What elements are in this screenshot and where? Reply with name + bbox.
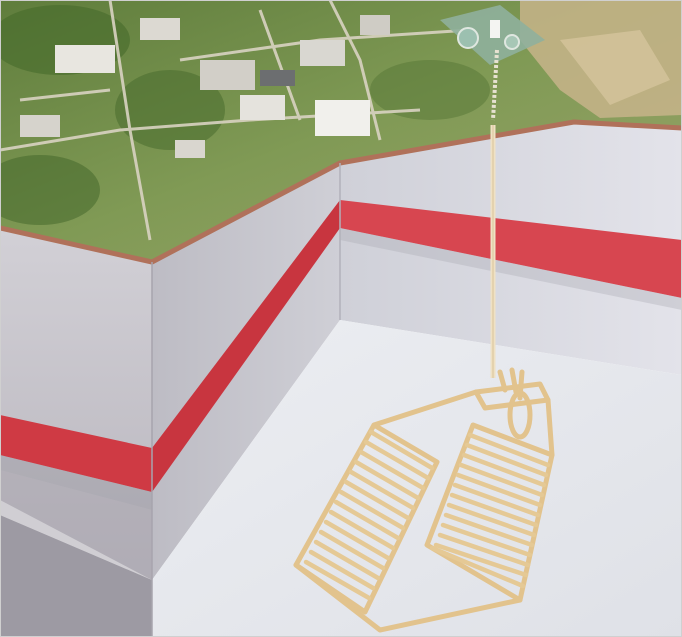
red-layer-left — [0, 415, 152, 492]
facility-buildings — [20, 15, 390, 158]
tunnel-network — [293, 367, 555, 633]
left-panel — [293, 422, 440, 615]
right-panel-rooms — [429, 432, 551, 589]
red-layer-back — [340, 200, 682, 298]
shaft-site — [440, 5, 545, 65]
vertical-shaft — [490, 49, 499, 378]
left-panel-rooms — [303, 429, 435, 601]
red-layer-middle — [152, 200, 340, 492]
